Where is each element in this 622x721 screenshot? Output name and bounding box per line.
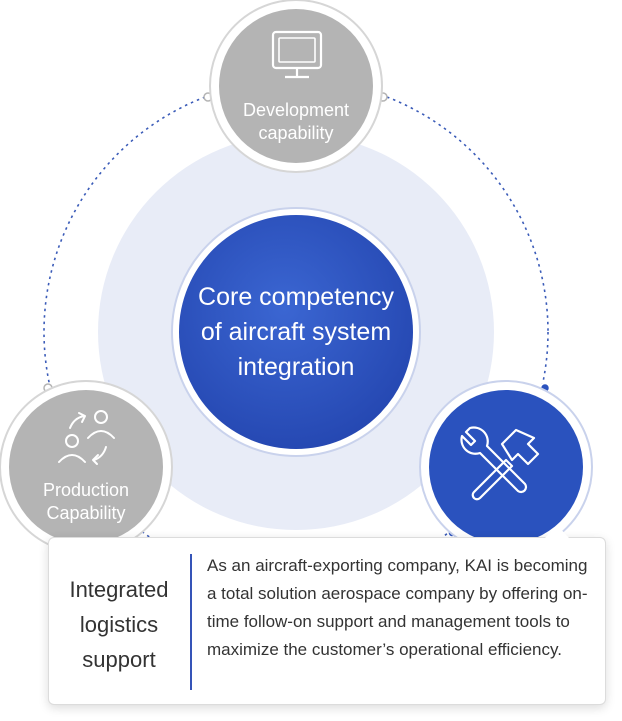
card-description: As an aircraft-exporting company, KAI is… — [207, 556, 588, 659]
card-title-line3: support — [82, 647, 156, 672]
development-node: Development capability — [209, 0, 383, 173]
info-card: Integrated logistics support As an aircr… — [48, 525, 606, 705]
development-label-line1: Development — [243, 100, 349, 120]
production-node: Production Capability — [0, 380, 173, 554]
production-label-line1: Production — [43, 480, 129, 500]
logistics-node — [419, 380, 593, 554]
center-label-line1: Core competency — [198, 283, 394, 311]
monitor-icon — [271, 30, 323, 79]
card-divider — [190, 554, 192, 690]
center-node: Core competency of aircraft system integ… — [171, 207, 421, 457]
card-title-line2: logistics — [79, 612, 159, 637]
center-label-line2: of aircraft system — [201, 318, 391, 346]
people-exchange-icon — [58, 410, 115, 465]
card-title-line1: Integrated — [69, 577, 169, 602]
center-label-line3: integration — [238, 353, 355, 381]
card-pointer — [545, 525, 569, 538]
development-label-line2: capability — [258, 123, 333, 143]
production-label-line2: Capability — [46, 503, 125, 523]
wrench-hammer-icon — [460, 426, 540, 501]
card-title: Integrated logistics support — [49, 572, 189, 677]
orbit-dotted-ring — [43, 79, 549, 585]
